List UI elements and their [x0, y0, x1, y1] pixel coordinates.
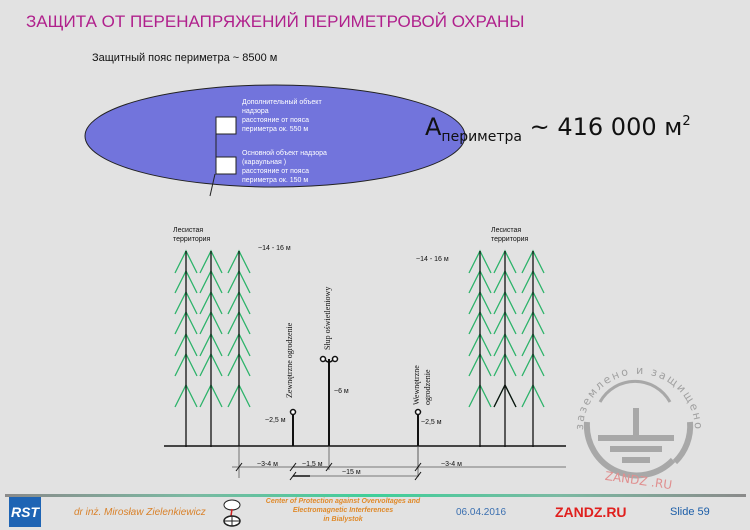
text-line: расстояние от пояса: [242, 117, 309, 124]
slide-date: 06.04.2016: [456, 507, 507, 518]
text-line: Дополнительный объект: [242, 99, 322, 106]
dim-span: ~15 м: [342, 469, 361, 476]
cloud-globe-logo-icon: [223, 499, 241, 527]
area-symbol: A: [425, 113, 442, 141]
forest-left-height: ~14 - 16 м: [258, 245, 291, 252]
watermark-site: ZANDZ .RU: [604, 469, 673, 490]
text-line: периметра ок. 150 м: [242, 177, 309, 184]
dim-left: ~3-4 м: [257, 461, 278, 468]
inner-fence-label-2: ogrodzenie: [423, 369, 432, 405]
forest-right-label: Лесистая территория: [491, 226, 528, 244]
text-line: in Bialystok: [323, 516, 363, 523]
forest-left-label: Лесистая территория: [173, 226, 210, 244]
dim-right: ~3-4 м: [441, 461, 462, 468]
lamp-post-label: Słup oświetleniowy: [323, 286, 332, 350]
watermark-arc-text: заземлено и защищено: [573, 364, 703, 431]
text-line: территория: [491, 236, 529, 243]
perimeter-area-formula: Aпериметра ~ 416 000 м2: [425, 113, 691, 145]
area-exponent: 2: [682, 114, 691, 129]
text-line: Лесистая: [491, 227, 522, 234]
inner-fence-height: ~2,5 м: [421, 419, 442, 426]
text-line: периметра ок. 550 м: [242, 126, 309, 133]
brand-label: ZANDZ.RU: [555, 504, 627, 520]
main-object-label: Основной объект надзора (караульная ) ра…: [242, 149, 327, 185]
text-line: Center of Protection against Overvoltage…: [265, 498, 421, 505]
text-line: надзора: [242, 108, 269, 115]
text-line: (караульная ): [242, 159, 287, 166]
dim-middle: ~1,5 м: [302, 461, 323, 468]
footer-divider: [5, 494, 746, 497]
slide-title: ЗАЩИТА ОТ ПЕРЕНАПРЯЖЕНИЙ ПЕРИМЕТРОВОЙ ОХ…: [26, 12, 525, 31]
text-line: Основной объект надзора: [242, 150, 327, 157]
text-line: Лесистая: [173, 227, 204, 234]
text-line: расстояние от пояса: [242, 168, 309, 175]
outer-fence-height: ~2,5 м: [265, 417, 286, 424]
svg-text:заземлено и защищено: заземлено и защищено: [573, 364, 705, 431]
slide-number: Slide 59: [670, 506, 710, 518]
lamp-post-height: ~6 м: [334, 388, 349, 395]
outer-fence-label: Zewnętrzne ogrodzenie: [285, 322, 294, 398]
institution-name: Center of Protection against Overvoltage…: [248, 497, 438, 524]
inner-fence-label-1: Wewnętrzne: [412, 365, 421, 405]
forest-right-height: ~14 - 16 м: [416, 256, 449, 263]
secondary-object-label: Дополнительный объект надзора расстояние…: [242, 98, 322, 134]
perimeter-belt-label: Защитный пояс периметра ~ 8500 м: [92, 52, 278, 64]
ground-watermark-icon: заземлено и защищено ZANDZ .RU: [573, 364, 705, 490]
area-value: ~ 416 000 м: [529, 113, 683, 141]
text-line: Electromagnetic Interferences: [292, 507, 394, 514]
rst-logo: RST: [9, 497, 41, 527]
author-name: dr inż. Mirosław Zielenkiewicz: [74, 507, 206, 518]
area-subscript: периметра: [441, 129, 522, 145]
text-line: территория: [173, 236, 211, 243]
